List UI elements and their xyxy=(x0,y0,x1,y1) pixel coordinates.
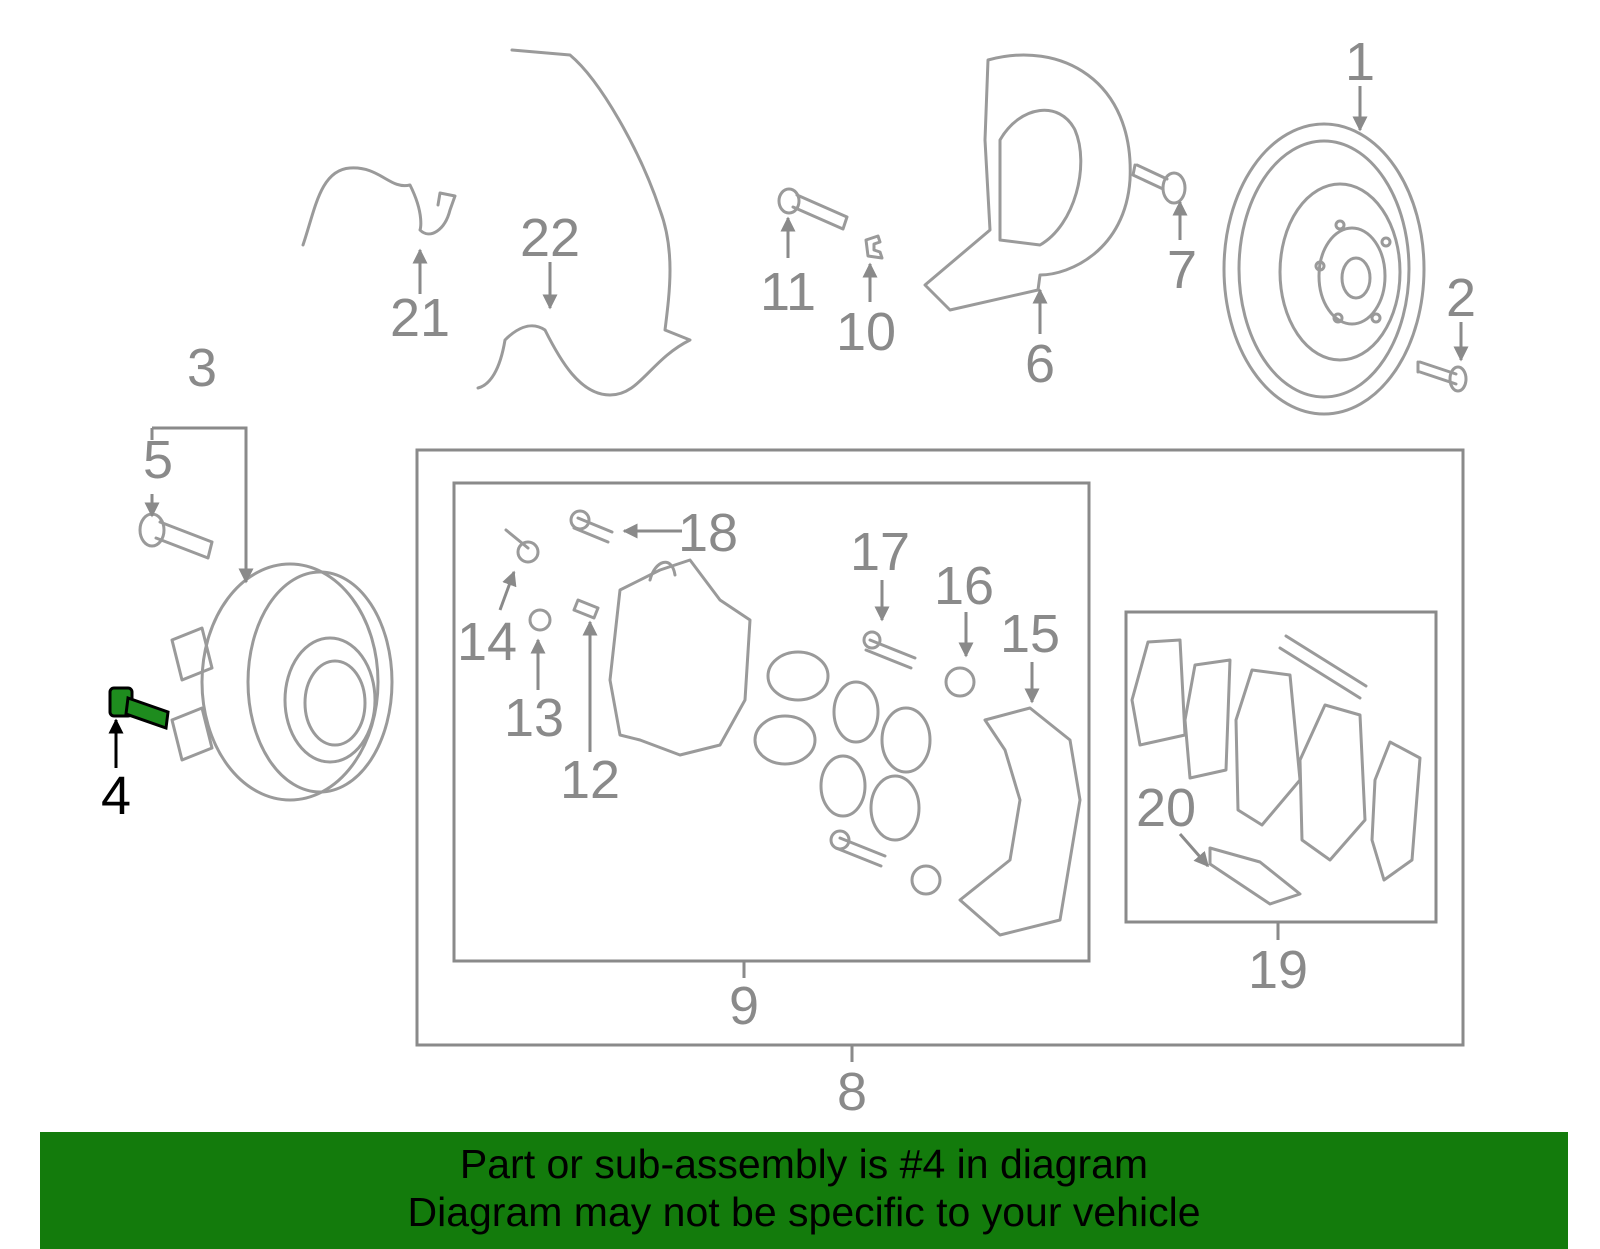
caliper-subassembly-box xyxy=(452,481,1091,963)
brake-pads xyxy=(1130,634,1422,906)
label-part-18: 18 xyxy=(678,503,738,563)
label-part-20: 20 xyxy=(1136,778,1196,838)
caliper-assembly-box xyxy=(415,448,1465,1047)
label-part-3: 3 xyxy=(187,338,217,398)
dust-shield xyxy=(923,53,1132,312)
caliper-bracket-15 xyxy=(958,706,1082,937)
hub-bearing-assembly xyxy=(170,562,394,802)
label-part-1: 1 xyxy=(1345,32,1375,92)
leader-3 xyxy=(152,426,254,584)
wheel-speed-sensor-22 xyxy=(476,48,692,397)
hub-bolt-5 xyxy=(138,512,214,560)
caliper-body xyxy=(608,558,752,757)
part-info-banner: Part or sub-assembly is #4 in diagram Di… xyxy=(40,1132,1568,1249)
label-part-5: 5 xyxy=(143,430,173,490)
banner-line-1: Part or sub-assembly is #4 in diagram xyxy=(459,1141,1149,1187)
label-part-22: 22 xyxy=(520,208,580,268)
sensor-harness-21 xyxy=(301,166,457,247)
label-part-14: 14 xyxy=(457,612,517,672)
label-part-16: 16 xyxy=(934,556,994,616)
label-part-2: 2 xyxy=(1446,268,1476,328)
rotor-screw xyxy=(1416,360,1468,393)
label-part-19: 19 xyxy=(1248,940,1308,1000)
guide-pins-and-nuts xyxy=(504,509,976,896)
seals xyxy=(819,680,932,842)
label-part-12: 12 xyxy=(560,750,620,810)
leader-20 xyxy=(1178,833,1210,868)
label-part-11: 11 xyxy=(760,262,816,322)
pistons xyxy=(753,650,830,766)
label-part-4: 4 xyxy=(101,766,131,826)
label-part-17: 17 xyxy=(850,522,910,582)
clip-10 xyxy=(864,234,884,260)
label-part-10: 10 xyxy=(836,302,896,362)
banner-line-2: Diagram may not be specific to your vehi… xyxy=(407,1189,1201,1235)
label-part-21: 21 xyxy=(390,288,450,348)
highlighted-bolt-4 xyxy=(108,686,170,731)
brake-rotor xyxy=(1222,122,1426,416)
pad-kit-box xyxy=(1124,610,1438,924)
shield-bolt xyxy=(1131,163,1187,205)
label-part-9: 9 xyxy=(729,976,759,1036)
bolt-11 xyxy=(777,187,849,231)
label-part-6: 6 xyxy=(1025,334,1055,394)
label-part-13: 13 xyxy=(504,688,564,748)
label-part-7: 7 xyxy=(1167,240,1197,300)
label-part-15: 15 xyxy=(1000,604,1060,664)
label-part-8: 8 xyxy=(837,1062,867,1122)
leader-14 xyxy=(498,570,517,611)
